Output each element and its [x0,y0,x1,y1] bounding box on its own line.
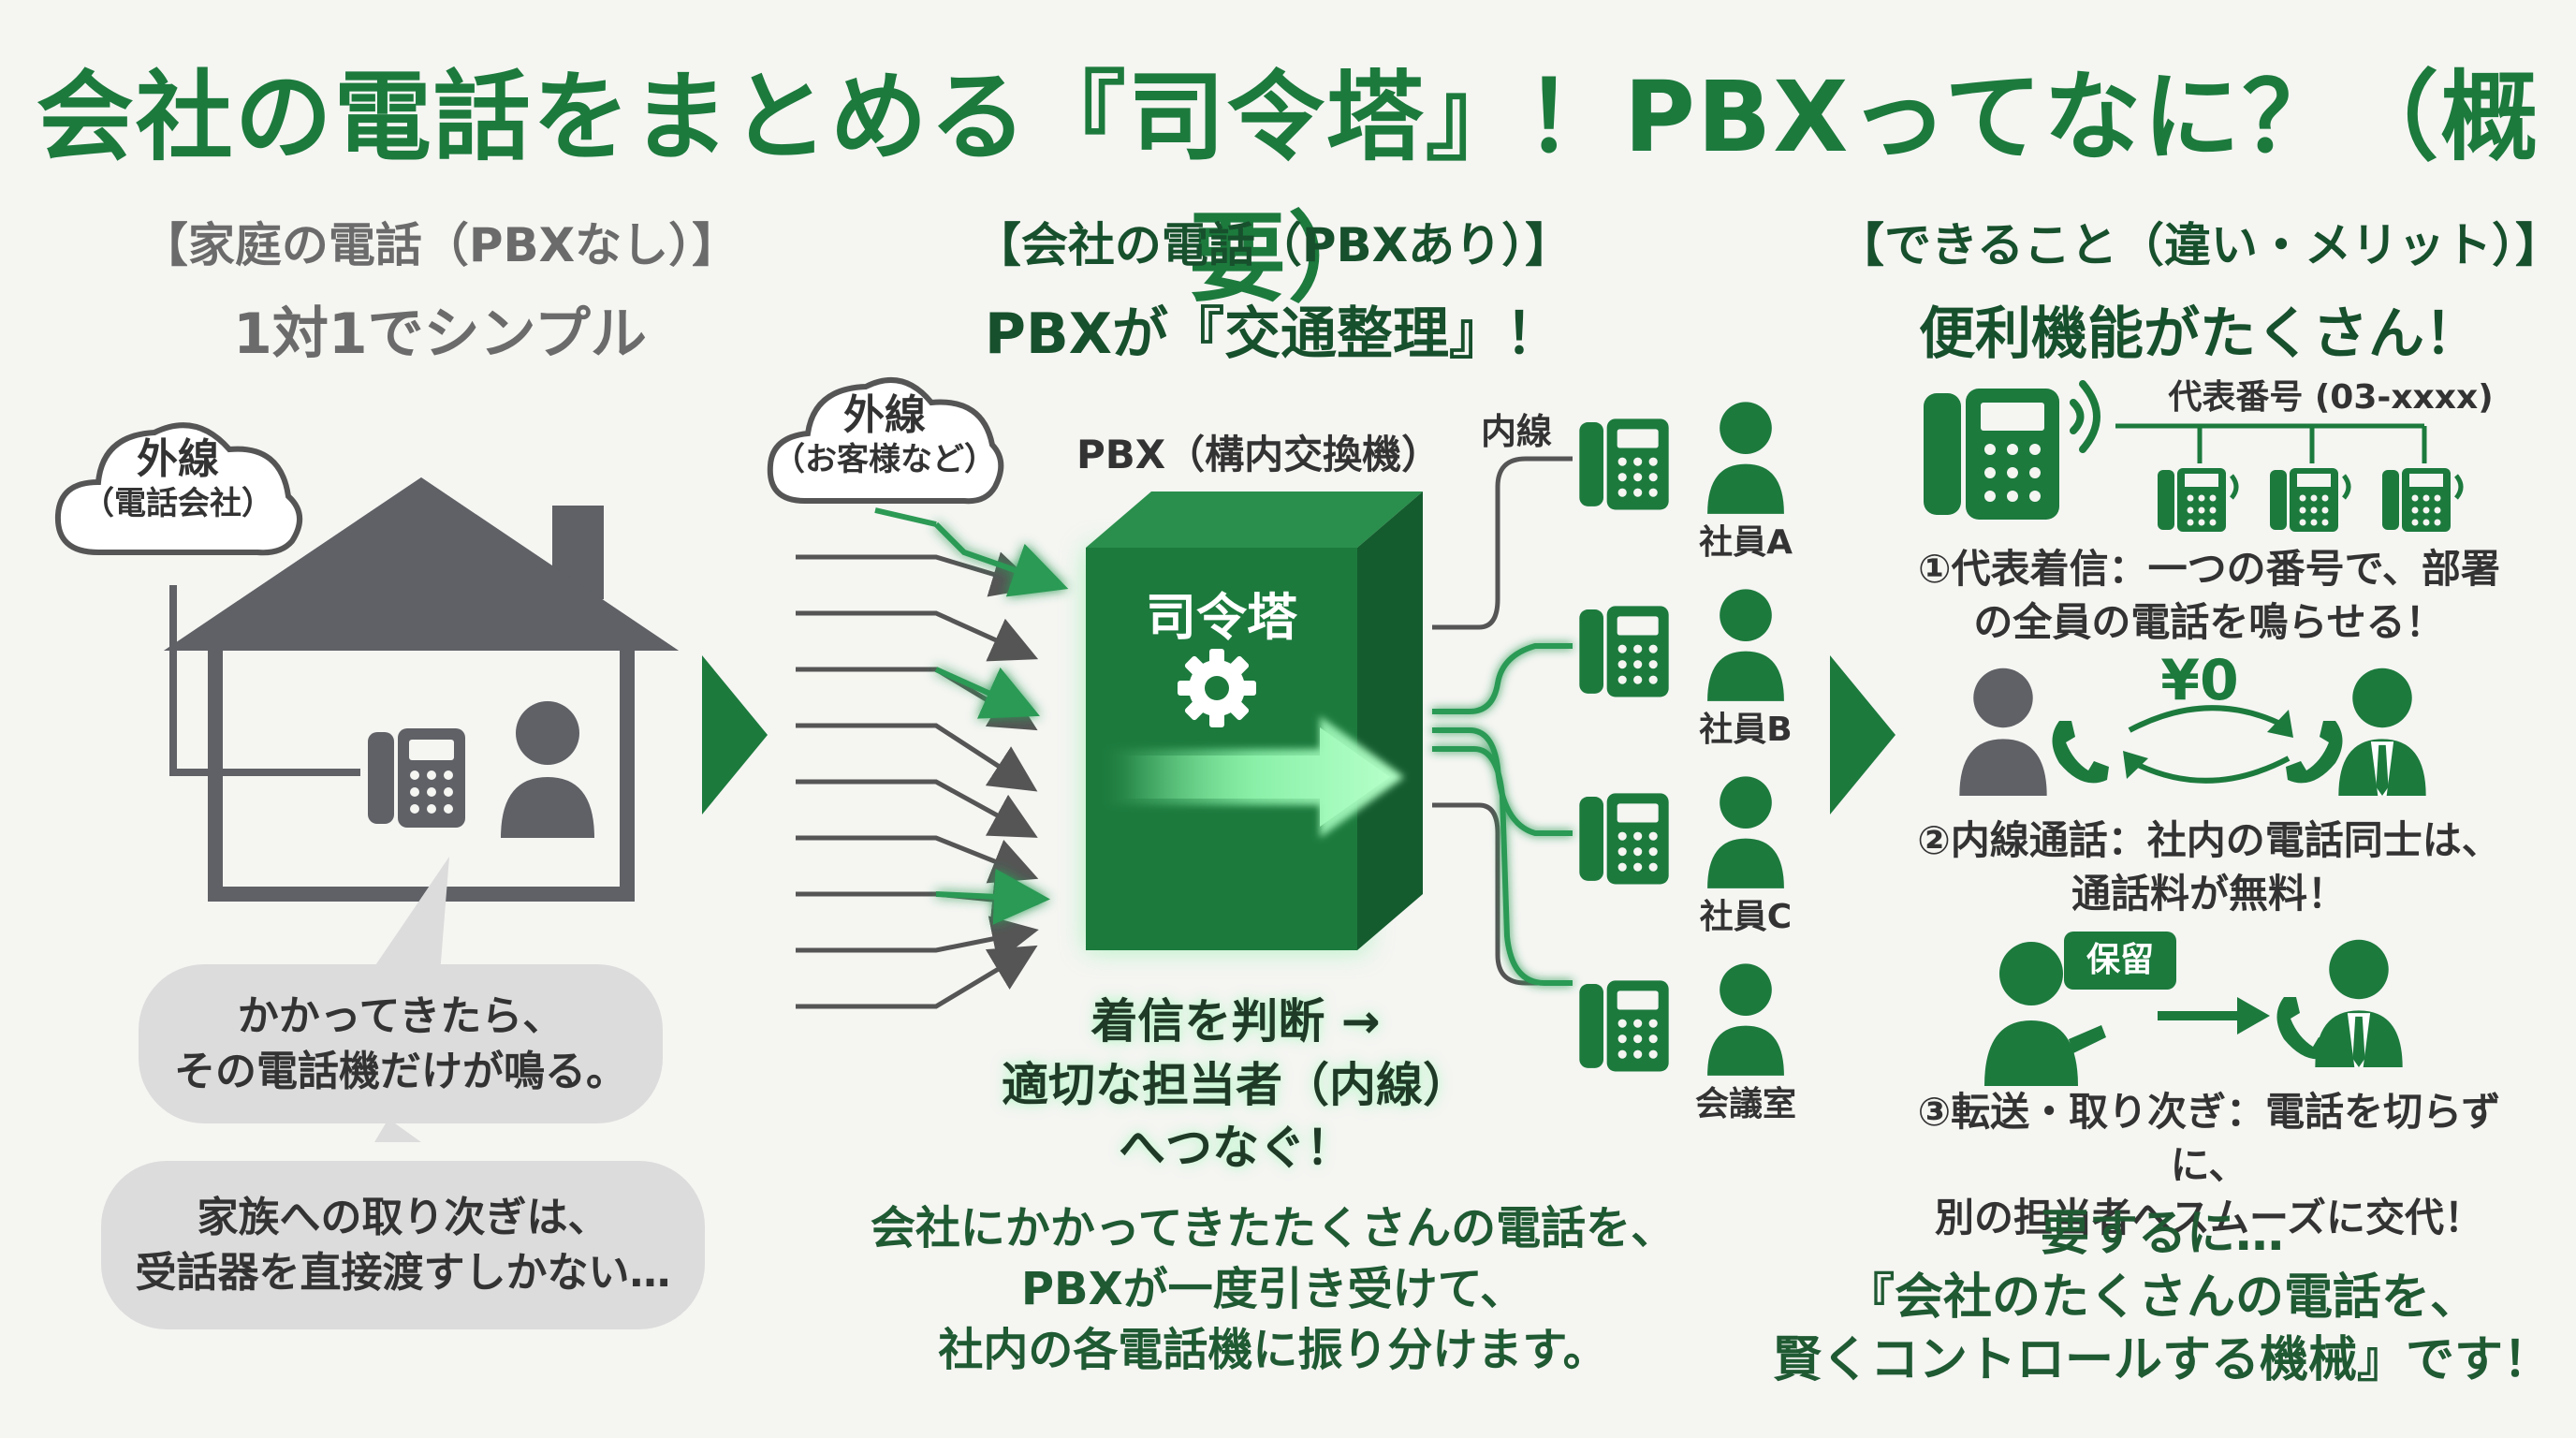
staff-label: 社員C [1699,898,1793,936]
home-bubble-handoff: 家族への取り次ぎは、 受話器を直接渡すしかない… [101,1161,705,1329]
feature-line: の全員の電話を鳴らせる！ [1973,598,2445,645]
description-line: PBXが一度引き受けて、 [1020,1262,1526,1315]
staff-person-icon [1707,402,1784,514]
office-heading: 【会社の電話（PBXあり）】 [973,218,1573,272]
gear-icon [1178,649,1256,727]
bubble-text: その電話機だけが鳴る。 [174,1048,627,1095]
home-bubble-ring: かかってきたら、 その電話機だけが鳴る。 [139,964,663,1123]
summary-line: 賢くコントロールする機械』です！ [1772,1332,2552,1389]
staff-label: 社員A [1699,523,1793,562]
decision-line: 適切な担当者（内線） [1002,1057,1470,1112]
office-subheading: PBXが『交通整理』！ [985,301,1561,367]
businessman-icon [2315,939,2403,1067]
feature-transfer: ③転送・取り次ぎ：電話を切らずに、 別の担当者へスムーズに交代！ [1881,1086,2537,1245]
pbx-label: PBX（構内交換機） [1076,432,1442,477]
extension-list: 社員A 社員B 社員C 会議室 [1563,393,1807,1142]
description-line: 会社にかかってきたたくさんの電話を、 [870,1202,1676,1255]
home-subheading: 1対1でシンプル [233,301,647,367]
cloud-subtitle: （電話会社） [82,484,273,522]
main-number-label: 代表番号 (03-xxxx) [2168,378,2494,417]
person-icon [501,701,594,838]
office-phone-icon [1579,418,1669,510]
staff-person-icon [1707,776,1784,888]
feature-line: ③転送・取り次ぎ：電話を切らずに、 [1917,1089,2501,1188]
routing-arrow [1105,716,1404,838]
caller-person-icon [1959,668,2047,796]
bubble-text: 家族への取り次ぎは、 [197,1193,609,1241]
merits-subheading: 便利機能がたくさん！ [1919,301,2481,367]
office-cloud-label: 外線 （お客様など） [763,391,1006,479]
decision-line: 着信を判断 → [1090,994,1381,1049]
merits-heading: 【できること（違い・メリット）】 [1837,218,2562,272]
staff-person-icon [1707,963,1784,1076]
cloud-subtitle: （お客様など） [773,440,996,478]
meeting-room-label: 会議室 [1694,1085,1796,1123]
telephone-icon [368,728,465,828]
handset-icon [2286,721,2343,784]
small-phone-icon [2158,468,2239,532]
exchange-arrows-icon [2123,705,2293,784]
home-cloud-label: 外線 （電話会社） [56,435,300,523]
staff-label: 社員B [1699,711,1793,749]
feature-line: ②内線通話：社内の電話同士は、 [1917,817,2501,863]
feature-main-number: ①代表着信：一つの番号で、部署 の全員の電話を鳴らせる！ [1910,543,2509,649]
feature-line: 別の担当者へスムーズに交代！ [1935,1195,2483,1241]
person-on-hold-icon [1984,942,2106,1086]
summary-line: 要するに… [2040,1206,2284,1262]
bubble-text: かかってきたら、 [237,991,564,1040]
feature-internal-calls: ②内線通話：社内の電話同士は、 通話料が無料！ [1910,814,2509,920]
office-phone-icon [1579,980,1669,1072]
cloud-title: 外線 [843,391,926,439]
home-heading: 【家庭の電話（PBXなし）】 [140,218,739,272]
summary-text: 要するに… 『会社のたくさんの電話を、 賢くコントロールする機械』です！ [1760,1203,2565,1393]
small-phone-icon [2382,468,2464,532]
small-phone-icon [2270,468,2351,532]
summary-line: 『会社のたくさんの電話を、 [1845,1269,2479,1326]
feature-line: ①代表着信：一つの番号で、部署 [1918,546,2500,592]
staff-person-icon [1707,589,1784,701]
decision-line: へつなぐ！ [1119,1121,1353,1175]
hold-badge: 保留 [2064,932,2176,990]
handset-icon [2052,721,2109,784]
bubble-text: 受話器を直接渡すしかない… [135,1249,671,1297]
extension-label: 内線 [1480,411,1552,452]
arrow-right-icon [2158,997,2270,1034]
pbx-decision-text: 着信を判断 → 適切な担当者（内線） へつなぐ！ [945,990,1526,1181]
office-description: 会社にかかってきたたくさんの電話を、 PBXが一度引き受けて、 社内の各電話機に… [805,1198,1741,1380]
feature-line: 通話料が無料！ [2071,870,2347,917]
office-phone-icon [1579,793,1669,885]
description-line: 社内の各電話機に振り分けます。 [938,1323,1608,1376]
cloud-title: 外線 [137,435,219,483]
ringing-phone-icon [1924,380,2100,520]
house-icon [164,477,679,902]
chevron-right-icon [1830,655,1895,814]
chevron-right-icon [702,655,768,814]
office-phone-icon [1579,606,1669,697]
businessman-icon [2338,668,2426,796]
cloud-icon [54,422,302,556]
office-section-header: 【会社の電話（PBXあり）】 PBXが『交通整理』！ [861,208,1685,370]
home-section-header: 【家庭の電話（PBXなし）】 1対1でシンプル [56,208,824,370]
page-title: 会社の電話をまとめる『司令塔』！PBXってなに？（概要） [36,60,2540,315]
merits-section-header: 【できること（違い・メリット）】 便利機能がたくさん！ [1835,208,2565,370]
pbx-box-label: 司令塔 [1146,588,1297,647]
free-badge: ¥0 [2160,648,2239,713]
cloud-icon [767,377,1004,505]
